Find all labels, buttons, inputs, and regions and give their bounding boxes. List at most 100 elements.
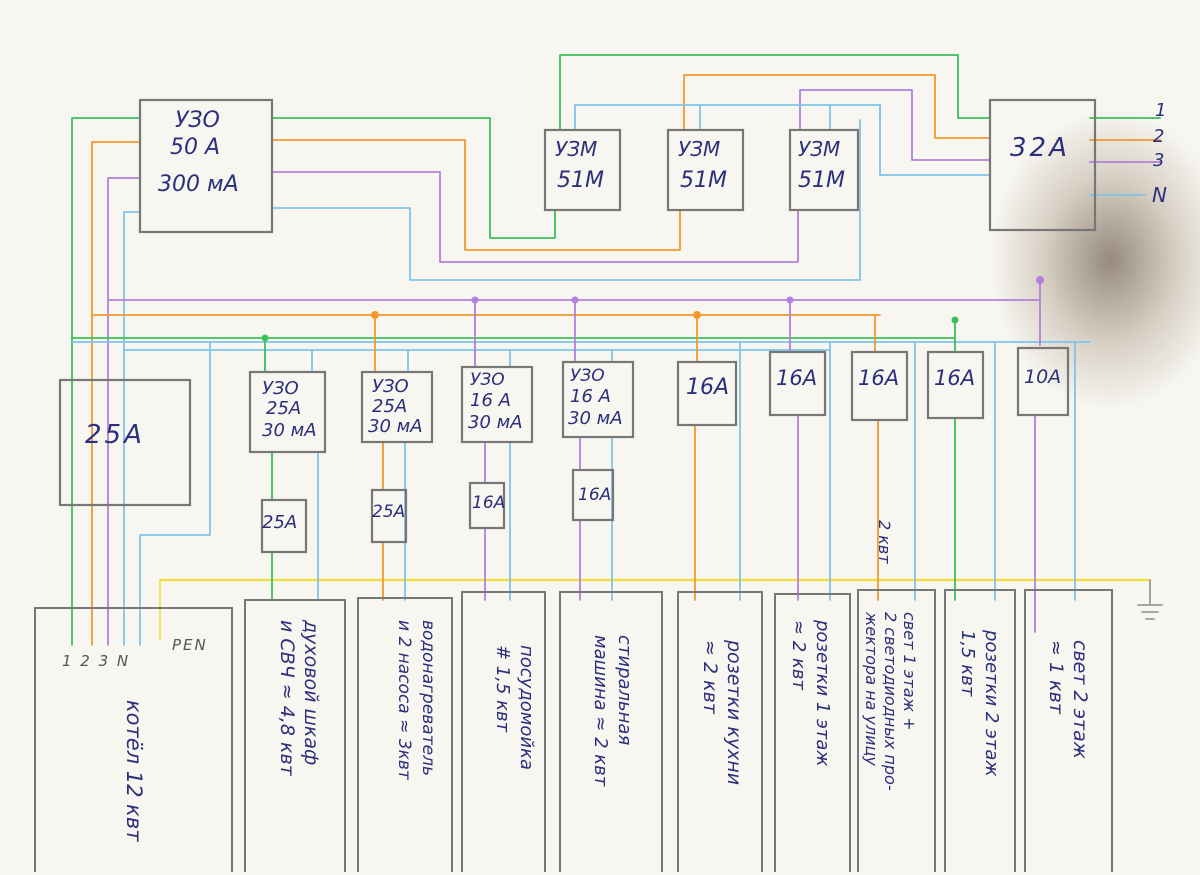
load-panel-7: [774, 593, 851, 872]
branch-5-label: 16А: [686, 375, 730, 400]
main-rcd-label-1: УЗО: [175, 108, 220, 133]
load-label-8: свет 1 этаж + 2 светодиодных про- жектор…: [862, 612, 919, 791]
load-label-1: котёл 12 квт: [122, 700, 146, 842]
branch-2-label-3: 30 мА: [368, 416, 423, 437]
wire-relay1-out: [271, 117, 556, 239]
branch-box-9: [1016, 346, 1070, 417]
load-label-6: розетки кухни ≈ 2 квт: [699, 640, 745, 786]
branch-box-4: [561, 360, 635, 439]
relay-2-label-2: 51М: [680, 168, 727, 193]
main-breaker-box: [988, 98, 1097, 232]
relay-box-1: [543, 128, 622, 212]
branch-box-7: [850, 350, 909, 422]
relay-2-label-1: УЗМ: [678, 137, 721, 161]
relay-1-label-1: УЗМ: [555, 137, 598, 161]
wire-neutral-rcd: [271, 119, 861, 281]
wire-rcd-in-blue: [123, 211, 141, 646]
load-panel-3: [357, 597, 453, 872]
phase-label-2: 2: [1153, 126, 1165, 147]
branch-box-1: [248, 370, 327, 454]
sub-breaker-3-label: 16А: [472, 493, 506, 513]
phase-label-1: 1: [1155, 100, 1167, 121]
branch1-wires: [264, 337, 273, 601]
branch-box-6: [768, 350, 827, 417]
wire-relay3-out: [271, 171, 799, 263]
branch-1-label-1: УЗО: [262, 378, 299, 399]
branch-3-label-1: УЗО: [470, 370, 505, 390]
branch-4-label-3: 30 мА: [568, 408, 623, 429]
wire-rcd-in-green: [71, 117, 141, 646]
wire-32a-blue-2: [699, 104, 881, 131]
load-panel-10: [1024, 589, 1113, 872]
relay-box-2: [666, 128, 745, 212]
branch-box-3: [460, 365, 534, 444]
load-panel-9: [944, 589, 1016, 872]
branch-box-2: [360, 370, 434, 444]
branch2-wires: [374, 314, 384, 601]
boiler-breaker-label: 25А: [85, 420, 145, 450]
side-note: 2 квт: [875, 520, 894, 564]
branch-9-label: 10А: [1024, 366, 1062, 388]
branch-3-label-3: 30 мА: [468, 412, 523, 433]
wire-32a-green: [559, 54, 991, 131]
relay-3-label-2: 51М: [798, 168, 845, 193]
branch-1-label-2: 25А: [266, 398, 302, 419]
wire-32a-purple: [799, 89, 991, 161]
branch-2-label-2: 25А: [372, 396, 408, 417]
branch9-wires: [1034, 279, 1041, 633]
sub-breaker-box-3: [468, 481, 506, 530]
phase-label-n: N: [1152, 183, 1167, 207]
wire-32a-orange: [683, 74, 991, 139]
ground-symbol: [1137, 579, 1163, 620]
load-label-2: духовой шкаф и СВЧ ≈ 4,8 квт: [276, 620, 322, 776]
wire-relay2-out: [271, 139, 681, 251]
sub-breaker-2-label: 25А: [372, 502, 406, 522]
sub-breaker-box-1: [260, 498, 308, 554]
load-label-3: водонагреватель и 2 насоса ≈ 3квт: [394, 620, 438, 780]
branch7-wires: [874, 314, 879, 601]
sub-breaker-box-4: [571, 468, 615, 522]
wire-rcd-in-orange: [91, 141, 141, 646]
wire-32a-blue: [574, 104, 991, 176]
branch5-wires: [694, 314, 698, 601]
main-rcd-label-3: 300 мА: [158, 172, 239, 197]
boiler-terminals: 1 2 3 N: [62, 652, 131, 670]
load-label-10: свет 2 этаж ≈ 1 квт: [1045, 640, 1091, 759]
main-rcd-box: [138, 98, 274, 234]
load-panel-6: [677, 591, 763, 872]
main-breaker-label: 32А: [1010, 133, 1070, 163]
branch6-wires: [789, 299, 799, 601]
branch-box-8: [926, 350, 985, 420]
load-panel-4: [461, 591, 546, 872]
branch3-wires: [474, 299, 486, 601]
wire-rcd-in-purple: [107, 177, 141, 646]
junction-dots: [261, 276, 1044, 342]
branch-8-label: 16А: [934, 366, 976, 390]
load-panel-1: [34, 607, 233, 872]
phase-label-3: 3: [1153, 150, 1165, 171]
sub-breaker-1-label: 25А: [262, 512, 298, 533]
branch-box-5: [676, 360, 738, 427]
boiler-breaker-out: [139, 341, 211, 646]
relay-3-label-1: УЗМ: [798, 137, 841, 161]
branch1-neutral: [311, 349, 319, 601]
branch-4-label-1: УЗО: [570, 366, 605, 386]
branch-7-label: 16А: [858, 366, 900, 390]
boiler-pen-label: PEN: [172, 636, 208, 654]
boiler-breaker-box: [58, 378, 192, 507]
relay-1-label-2: 51М: [557, 168, 604, 193]
load-label-7: розетки 1 этаж ≈ 2 квт: [788, 620, 833, 767]
load-label-5: стиральная машина ≈ 2 квт: [590, 635, 635, 787]
sub-breaker-box-2: [370, 488, 408, 544]
load-panel-2: [244, 599, 346, 872]
relay-box-3: [788, 128, 860, 212]
sub-breaker-4-label: 16А: [578, 485, 612, 505]
load-panel-8: [857, 589, 936, 872]
branch-1-label-3: 30 мА: [262, 420, 317, 441]
load-panel-5: [559, 591, 663, 872]
branch-3-label-2: 16 А: [470, 390, 511, 411]
branch-4-label-2: 16 А: [570, 386, 611, 407]
load-label-4: посудомойка # 1,5 квт: [492, 645, 537, 770]
